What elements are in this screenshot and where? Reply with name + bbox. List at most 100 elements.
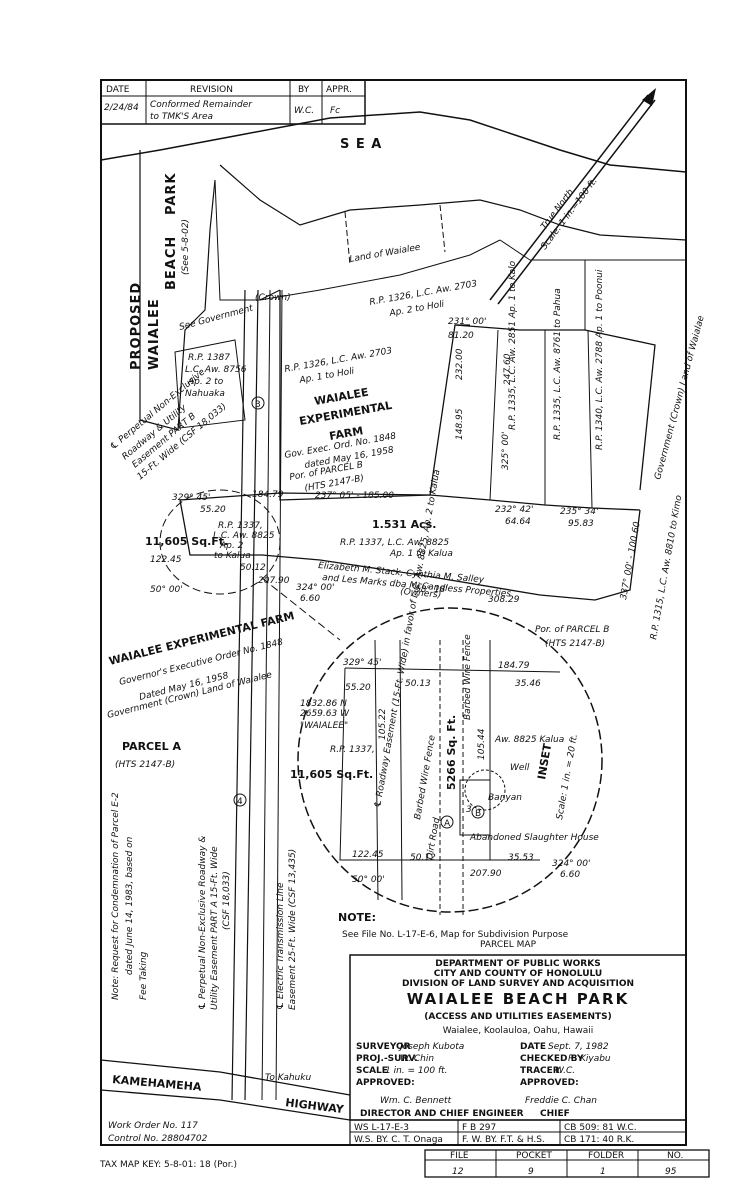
tb-scale-label: SCALE bbox=[356, 1066, 388, 1076]
govt-crown-right: Government (Crown) Land of Waialae bbox=[653, 314, 707, 481]
inset-coord-3: "WAIALEE" bbox=[300, 721, 348, 731]
inset-circle-a: A bbox=[444, 819, 451, 829]
tb-chief: CHIEF bbox=[540, 1109, 570, 1119]
inset-circle-b: B bbox=[475, 809, 481, 819]
tb-tracer: W.C. bbox=[555, 1066, 575, 1076]
inset-rp: R.P. 1337, bbox=[330, 745, 375, 755]
revision-text-1: Conformed Remainder bbox=[150, 100, 253, 110]
inset-well: Well bbox=[510, 763, 530, 773]
proposed-label: PROPOSED bbox=[129, 282, 144, 370]
inset-d9: 207.90 bbox=[470, 869, 502, 879]
file-value-pocket: 9 bbox=[528, 1167, 534, 1177]
dist-308-29: 308.29 bbox=[488, 595, 520, 605]
tb-surveyor: Joseph Kubota bbox=[398, 1042, 464, 1052]
inset-coord-2: 2659.63 W bbox=[300, 709, 350, 719]
easement-a-2: Utility Easement PART A 15-Ft. Wide bbox=[210, 846, 220, 1010]
file-header-folder: FOLDER bbox=[588, 1151, 624, 1161]
tb-subtitle: (ACCESS AND UTILITIES EASEMENTS) bbox=[424, 1012, 611, 1022]
inset-d1: 55.20 bbox=[345, 683, 371, 693]
bearing-58-18: 58° 18' bbox=[415, 585, 448, 595]
file-table: FILE POCKET FOLDER NO. 12 9 1 95 bbox=[424, 1149, 710, 1178]
tb-checked-label: CHECKED BY bbox=[520, 1054, 584, 1064]
inset-d3: 50.13 bbox=[405, 679, 431, 689]
inset-scale: Scale: 1 in. = 20 ft. bbox=[555, 733, 580, 820]
inset-sqft-2: 5266 Sq. Ft. bbox=[445, 715, 458, 790]
dist-232-00: 232.00 bbox=[455, 348, 465, 380]
inset-d8: 50.12 bbox=[410, 853, 436, 863]
inset-barbed-wire: Barbed Wire Fence bbox=[413, 734, 438, 821]
kamehameha-label: KAMEHAMEHA bbox=[112, 1073, 203, 1094]
ref-cb1: CB 509: 81 W.C. bbox=[564, 1123, 637, 1133]
bearing-324: 324° 00' bbox=[296, 583, 334, 593]
condemn-note-2: dated June 14, 1983, based on bbox=[125, 836, 135, 975]
parcel-a-2: (HTS 2147-B) bbox=[115, 760, 175, 770]
tb-location: Waialee, Koolauloa, Oahu, Hawaii bbox=[443, 1026, 593, 1036]
acres-label: 1.531 Acs. bbox=[372, 518, 436, 531]
condemn-note-3: Fee Taking bbox=[139, 951, 149, 1000]
tb-date: Sept. 7, 1982 bbox=[548, 1042, 609, 1052]
rp1337-left-3: Ap. 2 bbox=[219, 541, 244, 551]
inset-b1: 329° 45' bbox=[343, 658, 381, 668]
work-order-2: Control No. 28804702 bbox=[108, 1134, 208, 1144]
dist-247-60: 247.60 bbox=[503, 353, 513, 385]
owners-line3: (Owners) bbox=[400, 587, 442, 601]
tb-division: DIVISION OF LAND SURVEY AND ACQUISITION bbox=[402, 979, 634, 989]
reference-table: WS L-17-E-3 F B 297 CB 509: 81 W.C. W.S.… bbox=[349, 1119, 687, 1146]
tb-scale: 1 in. = 100 ft. bbox=[385, 1066, 448, 1076]
revision-appr: Fc bbox=[330, 106, 340, 116]
revision-text-2: to TMK'S Area bbox=[150, 112, 213, 122]
crown-label: (Crown) bbox=[255, 293, 291, 303]
tb-dept: DEPARTMENT OF PUBLIC WORKS bbox=[435, 959, 600, 969]
dist-148-95: 148.95 bbox=[455, 408, 465, 440]
bearing-337: 337° 00' - 100.60 bbox=[619, 521, 643, 601]
ap1-kalua: Ap. 1 to Kalua bbox=[389, 549, 453, 559]
inset-d6: 105.22 bbox=[378, 708, 388, 740]
inset-d11: 6.60 bbox=[560, 870, 580, 880]
por-parcel-b-lower-1: Por. of PARCEL B bbox=[535, 625, 609, 635]
work-order-1: Work Order No. 117 bbox=[108, 1121, 198, 1131]
sea-label: S E A bbox=[340, 137, 382, 152]
note-text: See File No. L-17-E-6, Map for Subdivisi… bbox=[342, 930, 569, 940]
upper-farm-farm: FARM bbox=[328, 424, 364, 443]
rp1387-line4: Nahuaka bbox=[185, 389, 225, 399]
tmk-reference: (See 5-8-02) bbox=[181, 219, 191, 275]
rp1337-left-1: R.P. 1337, bbox=[218, 521, 263, 531]
tb-approved-label-2: APPROVED: bbox=[520, 1078, 579, 1088]
waialee-vertical: WAIALEE bbox=[147, 298, 162, 370]
title-block: DEPARTMENT OF PUBLIC WORKS CITY AND COUN… bbox=[349, 954, 687, 1121]
inset-detail: 329° 45' 55.20 184.79 50.13 35.46 105.44… bbox=[290, 469, 603, 915]
beach-label: BEACH bbox=[164, 236, 179, 290]
rp1387-line2: L.C. Aw. 8756 bbox=[185, 365, 247, 375]
inset-slaughter: Abandoned Slaughter House bbox=[469, 833, 599, 843]
easement-a-1: ℄ Perpetual Non-Exclusive Roadway & bbox=[198, 836, 208, 1010]
revision-table: DATE REVISION BY APPR. 2/24/84 Conformed… bbox=[100, 79, 366, 125]
bearing-50: 50° 00' bbox=[150, 585, 183, 595]
proposed-beach-park: WAIALEE PROPOSED BEACH PARK (See 5-8-02)… bbox=[129, 150, 255, 431]
tb-city: CITY AND COUNTY OF HONOLULU bbox=[434, 969, 602, 979]
ref-wsby: W.S. BY. C. T. Onaga bbox=[354, 1135, 443, 1145]
kamehameha-highway: KAMEHAMEHA HIGHWAY To Kahuku bbox=[100, 1059, 351, 1121]
rp1340-poonui: R.P. 1340, L.C. Aw. 2788 Ap. 1 to Poonui bbox=[595, 269, 605, 450]
marker-3: 3 bbox=[255, 400, 261, 410]
file-value-no: 95 bbox=[665, 1167, 677, 1177]
rp1387-line3: Ap. 2 to bbox=[187, 377, 224, 387]
inset-d4: 35.46 bbox=[515, 679, 541, 689]
highway-label: HIGHWAY bbox=[285, 1096, 346, 1116]
revision-header-date: DATE bbox=[106, 85, 130, 95]
tb-sig-right: Freddie C. Chan bbox=[525, 1096, 597, 1106]
bearing-231: 231° 00' bbox=[448, 317, 486, 327]
revision-header-revision: REVISION bbox=[190, 85, 233, 95]
elec-1: ℄ Electric Transmission Line bbox=[276, 882, 286, 1010]
file-value-file: 12 bbox=[452, 1167, 464, 1177]
ref-ws: WS L-17-E-3 bbox=[354, 1123, 409, 1133]
rp1337-left-4: to Kalua bbox=[214, 551, 251, 561]
tb-project: WAIALEE BEACH PARK bbox=[407, 990, 629, 1008]
sqft-main: 11,605 Sq.Ft. bbox=[145, 535, 228, 548]
rp1335-pahua: R.P. 1335, L.C. Aw. 8761 to Pahua bbox=[553, 288, 563, 440]
bearing-232-42: 232° 42' bbox=[495, 505, 533, 515]
tb-projsurv: W. Chin bbox=[400, 1054, 434, 1064]
dist-6-60: 6.60 bbox=[300, 594, 320, 604]
bearing-329-45: 329° 45' bbox=[172, 493, 210, 503]
coastline: S E A bbox=[100, 111, 687, 241]
